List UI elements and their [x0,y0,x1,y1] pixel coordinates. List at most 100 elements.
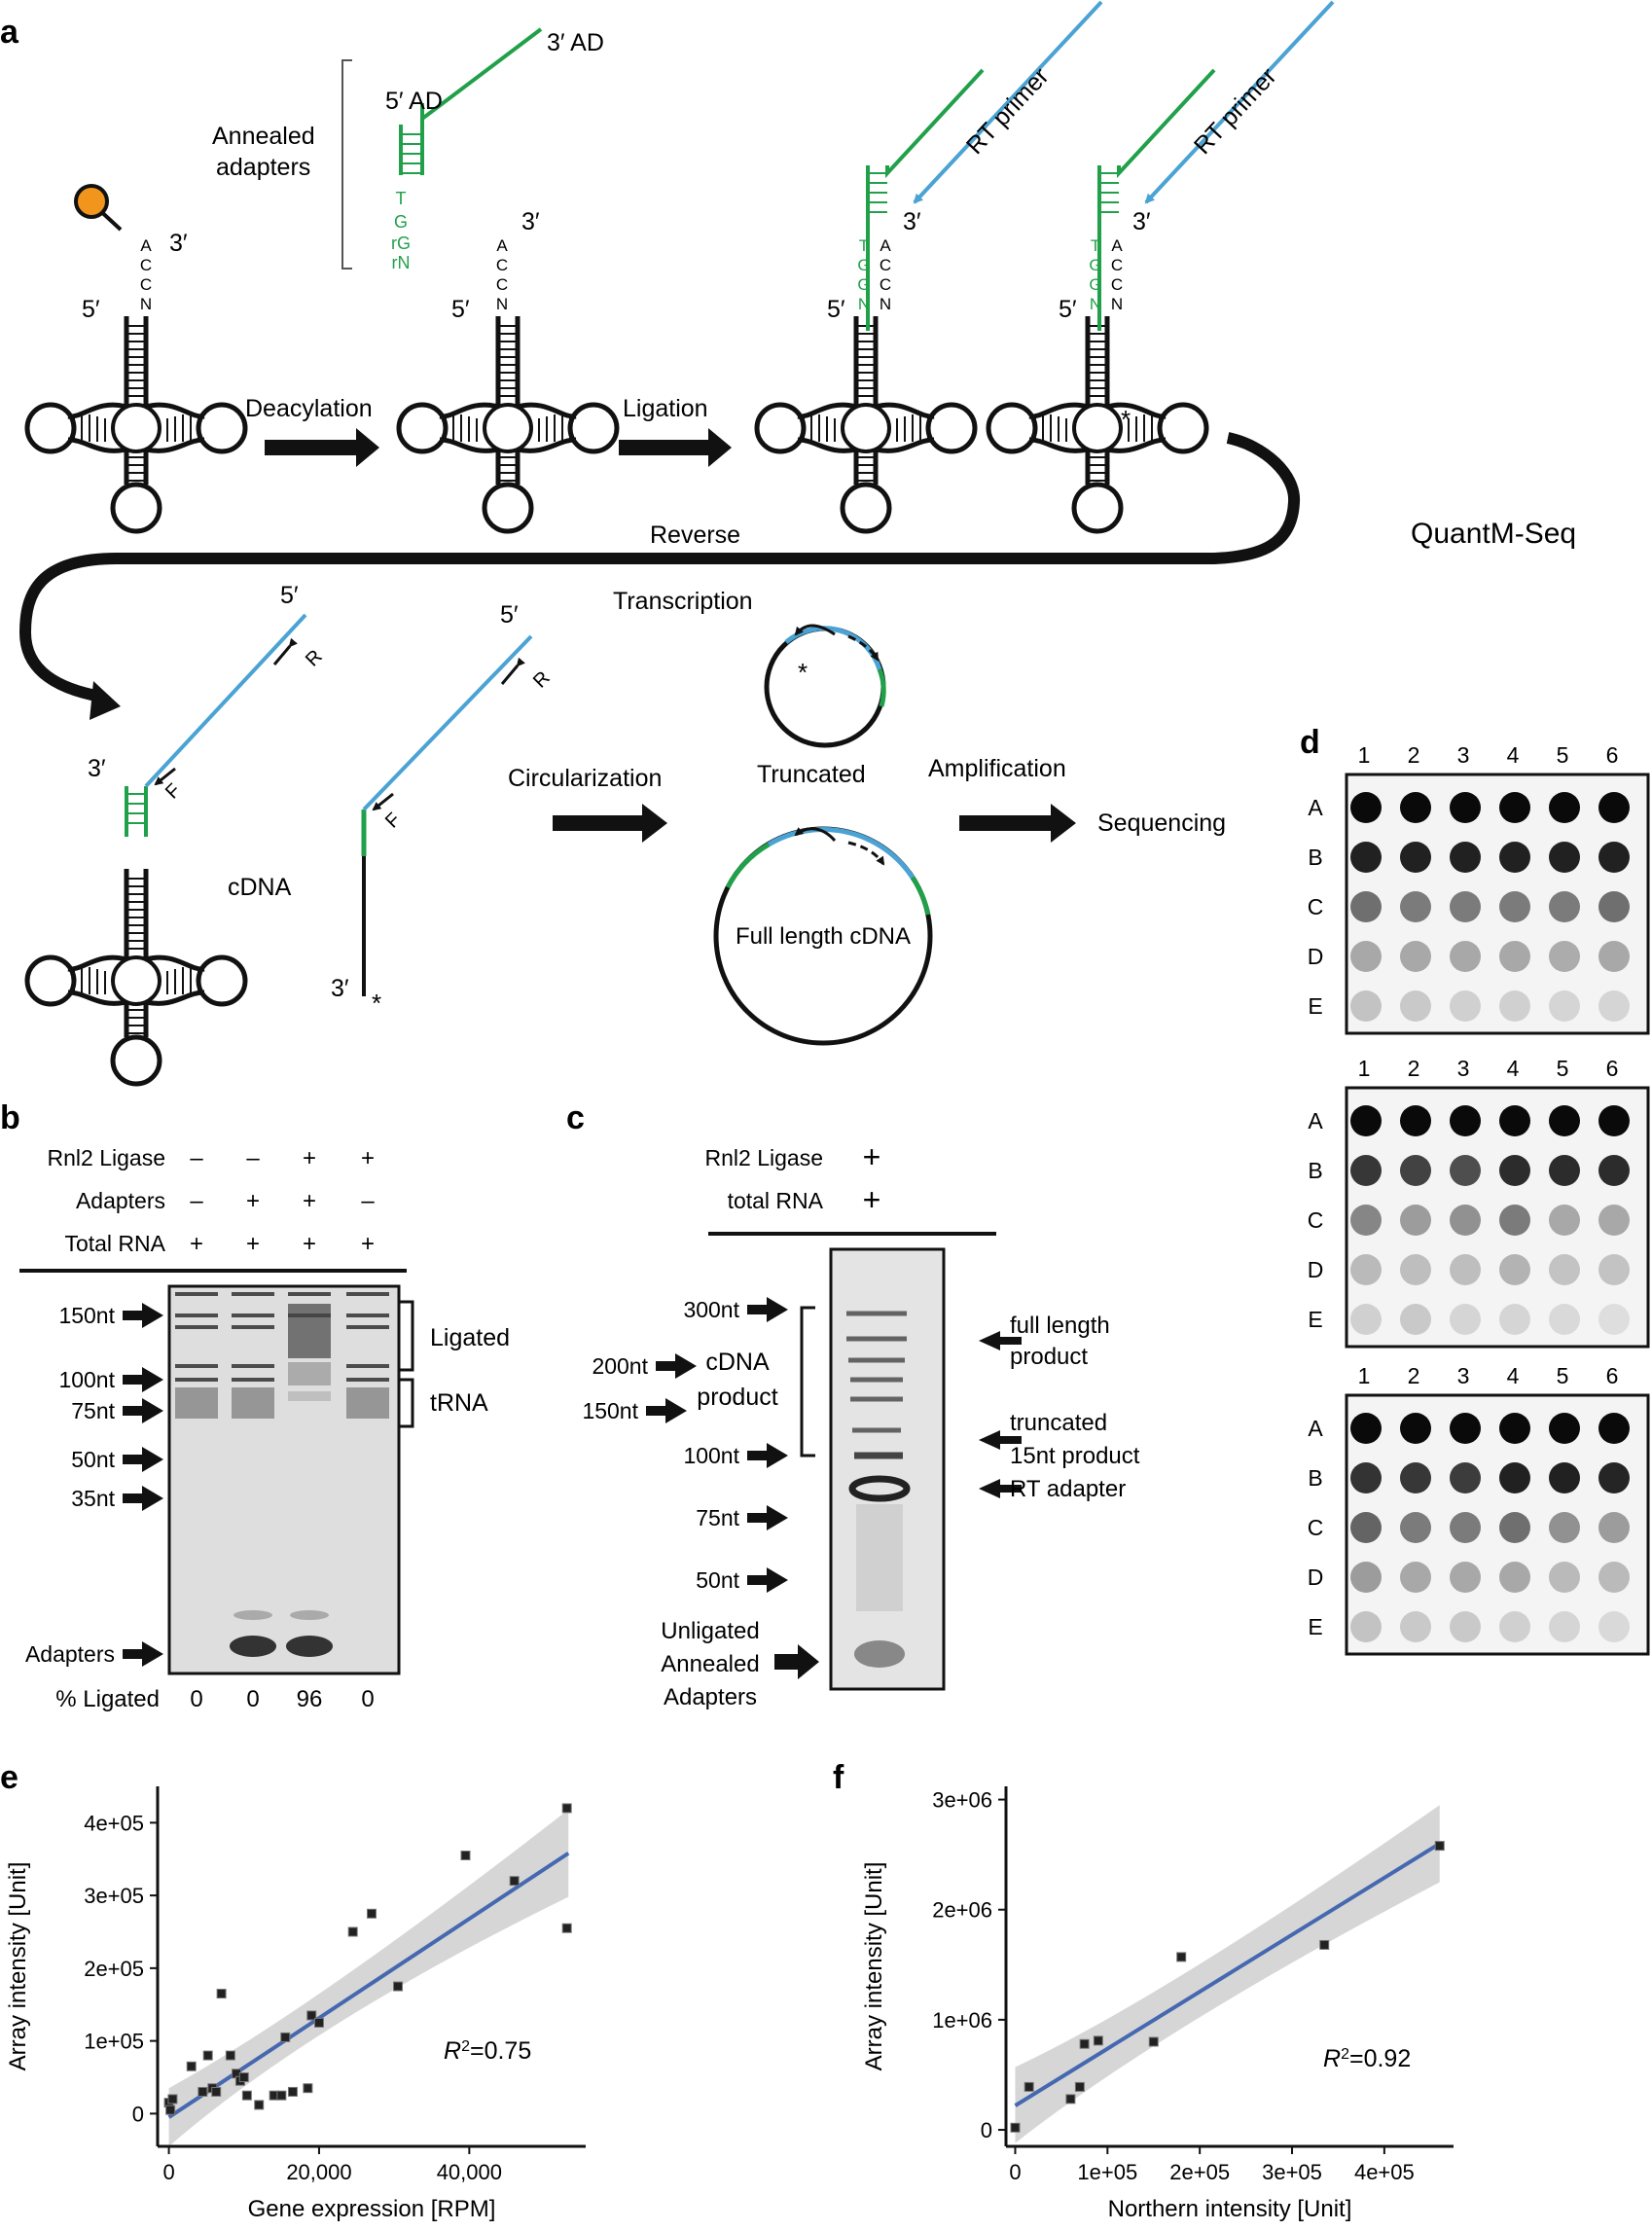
blot-dot [1400,1254,1431,1285]
blot-dot [1350,1304,1382,1335]
acc-3-1: A [880,236,891,255]
three-prime-3: 3′ [903,208,921,235]
r-squared-annotation: R2=0.92 [1323,2045,1411,2072]
blot-column-label: 4 [1507,1056,1520,1081]
primer-f-1: F [162,779,185,803]
primer-r-1: R [302,646,327,671]
blot-dot [1350,1105,1382,1136]
data-point [216,1989,227,1999]
data-point [1010,2122,1021,2133]
amplification-arrow [959,804,1076,843]
data-point [280,2032,291,2042]
data-point [1065,2094,1076,2105]
ligation-arrow: Ligation [619,395,732,467]
blot-dot [1350,1205,1382,1236]
amino-acid-ball [74,184,109,219]
blot-dot [1450,842,1481,873]
circularization-arrow [553,804,667,843]
r-squared-annotation: R2=0.75 [444,2037,531,2065]
blot-dot [1400,1512,1431,1543]
blot-column-label: 5 [1557,1363,1569,1388]
adapter-seq-1: T [396,189,407,208]
b-pct-1: 0 [190,1686,202,1712]
blot-dot [1598,941,1630,972]
acc-4-4: N [1111,295,1123,313]
blot-dot [1598,1611,1630,1642]
blot-dot [1598,891,1630,922]
b-sign: + [303,1188,316,1214]
blot-column-label: 6 [1606,1056,1619,1081]
lig-seq-3: G [857,275,870,294]
blot-dot [1499,941,1530,972]
five-prime-3: 5′ [827,296,845,323]
blot-dot [1450,792,1481,823]
b-ligated-label: Ligated [430,1324,510,1351]
data-point [509,1876,520,1887]
acc-4-1: A [1111,236,1123,255]
released-cdna: R F 5′ 3′ * [331,601,555,1018]
data-point [1434,1841,1445,1852]
data-point [347,1926,358,1937]
x-tick-label: 0 [1009,2160,1021,2184]
blot-dot [1598,1512,1630,1543]
cdna-label: cDNA [228,874,292,901]
truncated-circle: * Truncated [757,624,886,788]
circularization-label: Circularization [508,765,662,792]
y-tick-label: 1e+05 [84,2030,144,2054]
c-truncated: truncated [1010,1410,1107,1436]
blot-dot [1499,891,1530,922]
c-marker-arrow [747,1297,788,1322]
b-pct-2: 0 [246,1686,259,1712]
amplification-label: Amplification [928,755,1066,782]
blot-dot [1350,1462,1382,1493]
cdna-three-prime: 3′ [88,755,106,782]
blot-dot [1350,1611,1382,1642]
blot-row-label: A [1308,795,1323,820]
blot-dot [1450,1462,1481,1493]
blot-dot [1450,1562,1481,1593]
b-marker-label: 100nt [58,1367,115,1392]
b-sign: + [361,1145,375,1171]
data-point [1148,2036,1159,2047]
data-point [287,2086,298,2097]
blot-dot [1598,792,1630,823]
five-prime-4: 5′ [1059,296,1077,323]
lig2-seq-1: T [1091,236,1100,255]
adapter-seq-2: G [394,212,408,232]
c-marker-arrow [656,1353,697,1379]
c-gel [829,1247,946,1691]
b-row-adapters: Adapters [76,1188,165,1213]
c-marker-arrow [747,1505,788,1530]
b-pct-3: 96 [297,1686,323,1712]
x-tick-label: 3e+05 [1262,2160,1322,2184]
blot-dot [1549,842,1580,873]
data-point [225,2050,235,2061]
x-tick-label: 2e+05 [1169,2160,1230,2184]
b-sign: + [246,1188,260,1214]
data-point [367,1908,377,1919]
blot-dot [1549,1512,1580,1543]
blot-dot [1499,1611,1530,1642]
released-five-prime: 5′ [500,601,519,629]
blot-dot [1350,1254,1382,1285]
b-marker-arrow [123,1303,163,1328]
blot-dot [1499,1304,1530,1335]
blot-membrane [1345,773,1650,1035]
blot-row-label: E [1308,1307,1322,1332]
blot-dot [1400,891,1431,922]
panel-label-d: d [1300,724,1320,761]
y-axis-label: Array intensity [Unit] [861,1862,887,2071]
x-tick-label: 0 [162,2160,174,2184]
data-point [238,2071,249,2082]
released-three-prime: 3′ [331,975,349,1002]
blot-dot [1499,1562,1530,1593]
b-sign: + [190,1231,203,1257]
lig2-seq-4: N [1090,295,1101,313]
blot-dot [1350,1562,1382,1593]
data-point [1024,2081,1034,2092]
b-sign: – [361,1188,375,1214]
